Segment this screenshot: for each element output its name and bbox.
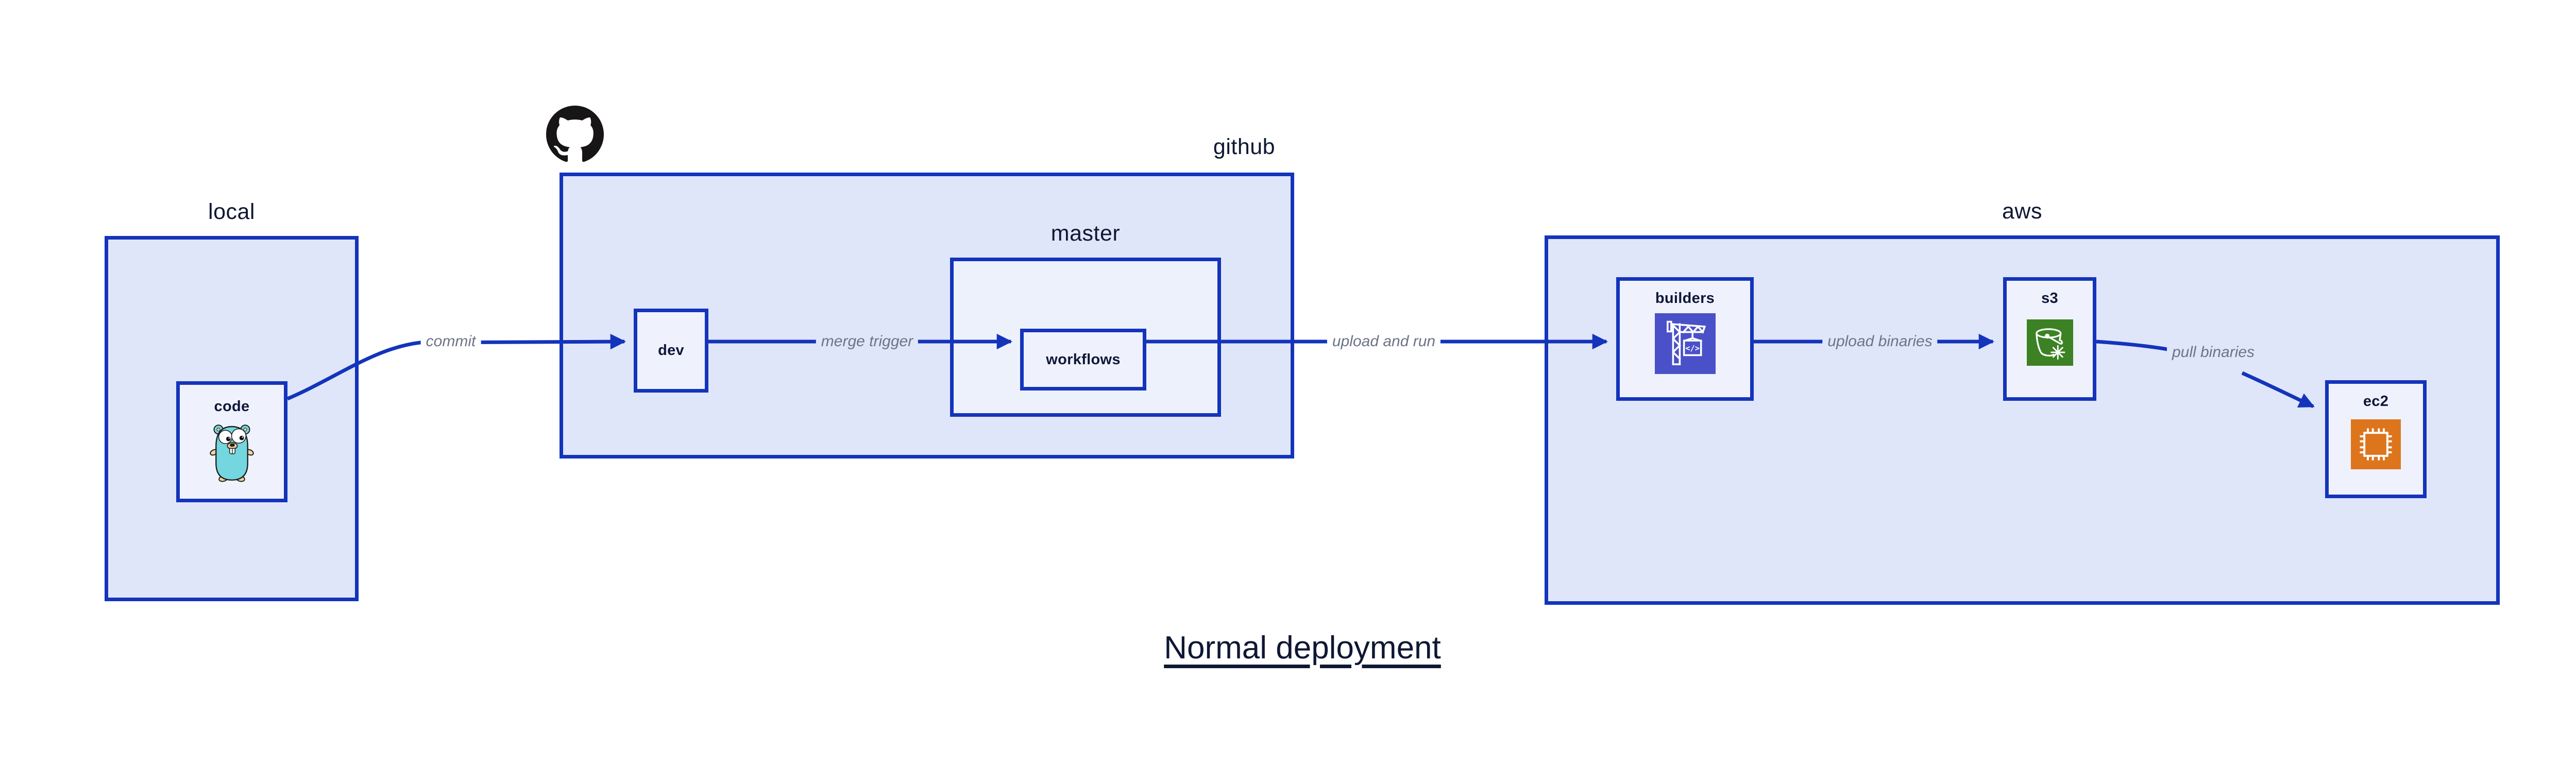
edge-label-commit: commit bbox=[420, 332, 481, 351]
edge-label-upload-and-run: upload and run bbox=[1327, 332, 1441, 351]
aws-label: aws bbox=[2002, 199, 2042, 224]
s3-node-label: s3 bbox=[2041, 290, 2058, 307]
ec2-node-label: ec2 bbox=[2363, 393, 2389, 410]
github-octocat-icon bbox=[546, 106, 604, 162]
ec2-node: ec2 bbox=[2325, 380, 2427, 498]
workflows-node-label: workflows bbox=[1046, 351, 1121, 368]
workflows-node: workflows bbox=[1020, 329, 1146, 390]
code-node: code bbox=[176, 381, 287, 502]
builders-node: builders </> bbox=[1616, 277, 1754, 401]
code-node-label: code bbox=[214, 398, 250, 415]
s3-node: s3 bbox=[2003, 277, 2096, 401]
github-label: github bbox=[1213, 134, 1276, 159]
dev-node: dev bbox=[634, 309, 708, 393]
go-gopher-icon bbox=[210, 425, 254, 482]
edge-label-pull-binaries: pull binaries bbox=[2166, 343, 2260, 362]
diagram-title: Normal deployment bbox=[1164, 630, 1441, 666]
aws-ec2-chip-icon bbox=[2351, 419, 2401, 469]
builders-node-label: builders bbox=[1655, 290, 1715, 307]
edge-label-upload-binaries: upload binaries bbox=[1822, 332, 1938, 351]
aws-s3-glacier-bucket-icon bbox=[2026, 319, 2073, 366]
local-label: local bbox=[208, 199, 255, 224]
dev-node-label: dev bbox=[658, 342, 684, 359]
svg-text:</>: </> bbox=[1685, 344, 1700, 353]
edge-label-merge-trigger: merge trigger bbox=[816, 332, 919, 351]
aws-codebuild-crane-icon: </> bbox=[1654, 313, 1716, 374]
master-label: master bbox=[1050, 221, 1121, 246]
